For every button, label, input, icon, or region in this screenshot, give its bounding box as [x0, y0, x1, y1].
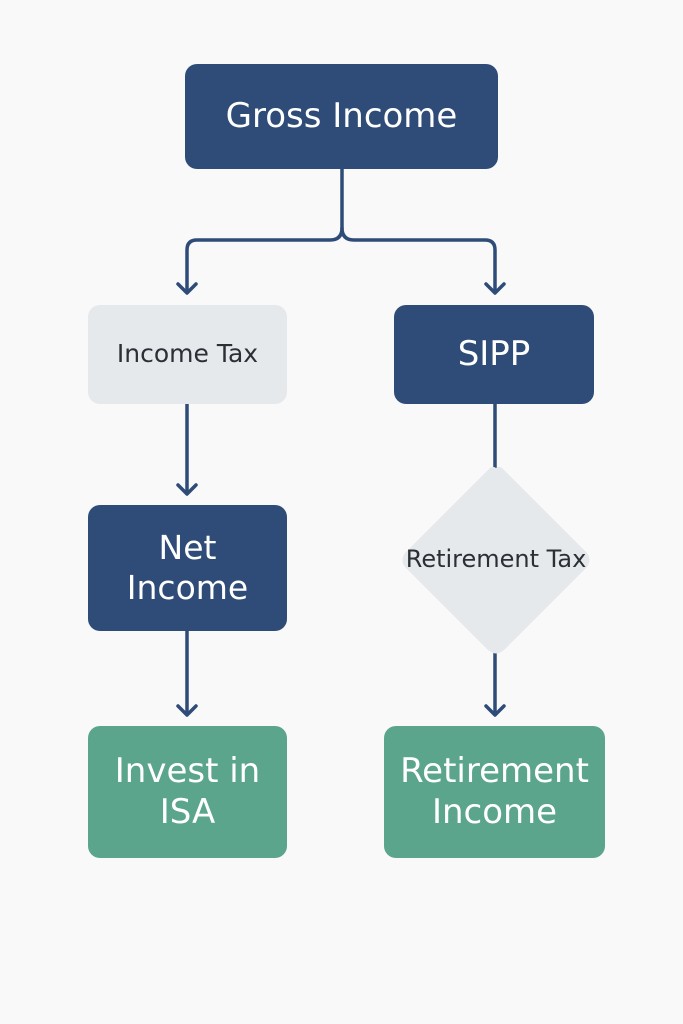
- arrowhead-income-tax: [176, 282, 198, 295]
- arrowhead-isa: [176, 704, 198, 717]
- node-invest-isa-line2: ISA: [159, 792, 216, 832]
- node-retirement-tax-diamond: [402, 466, 590, 654]
- node-sipp: SIPP: [394, 305, 594, 404]
- arrowhead-net-income: [176, 483, 198, 496]
- node-retirement-income-line2: Income: [431, 792, 558, 832]
- node-retirement-tax-line2: Tax: [546, 545, 587, 574]
- node-sipp-label: SIPP: [457, 333, 531, 374]
- node-retirement-tax-line1: Retirement: [405, 545, 540, 574]
- node-retirement-income-line1: Retirement: [400, 750, 589, 791]
- connector-split-to-sipp: [340, 226, 497, 294]
- arrowhead-retirement-income: [484, 704, 506, 717]
- connector-gross-to-split: [185, 167, 344, 294]
- node-net-income-line2: Income: [126, 568, 249, 607]
- node-income-tax: Income Tax: [88, 305, 287, 404]
- node-invest-isa: Invest in ISA: [88, 726, 287, 858]
- node-retirement-tax: Retirement Tax: [401, 465, 591, 655]
- node-net-income-line1: Net: [158, 527, 217, 567]
- node-retirement-income: Retirement Income: [384, 726, 605, 858]
- node-income-tax-label: Income Tax: [116, 339, 259, 369]
- node-gross-income: Gross Income: [185, 64, 498, 169]
- node-gross-income-label: Gross Income: [225, 95, 458, 136]
- arrowhead-sipp: [484, 282, 506, 295]
- node-invest-isa-line1: Invest in: [114, 750, 261, 791]
- node-net-income: Net Income: [88, 505, 287, 631]
